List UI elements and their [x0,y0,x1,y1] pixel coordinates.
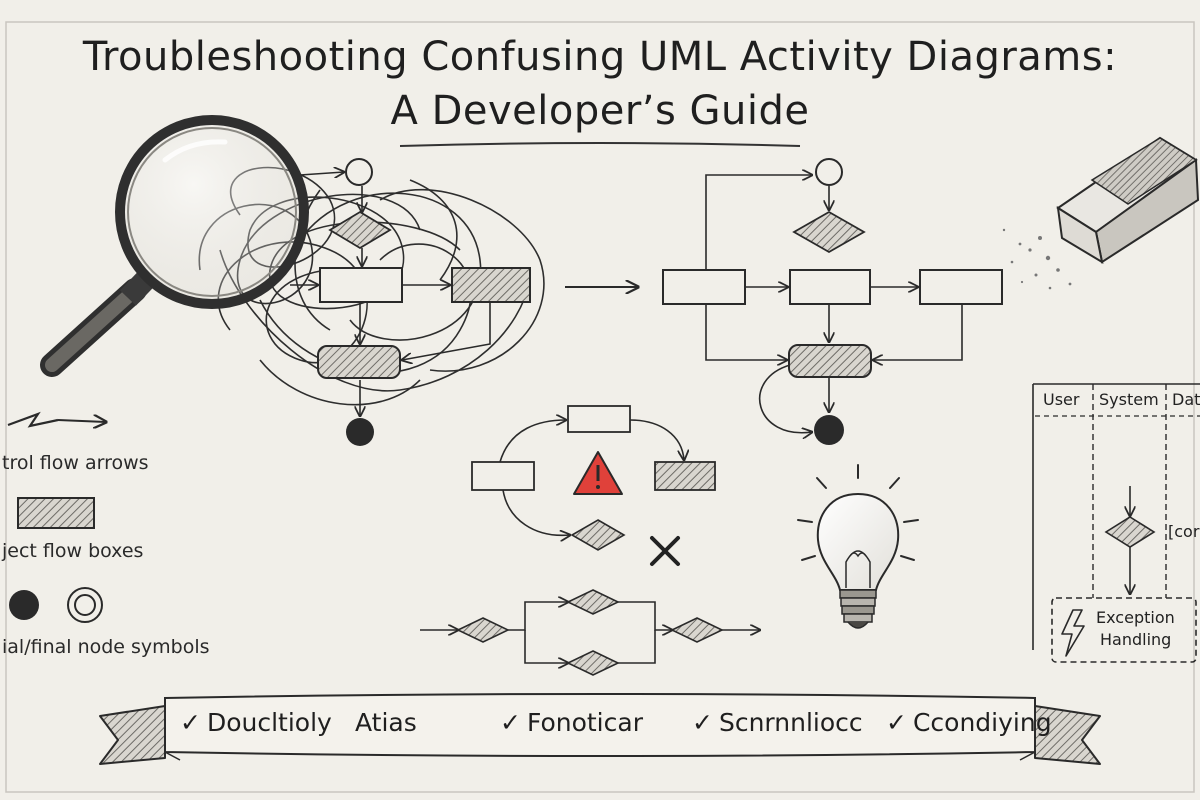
action-box [471,461,535,491]
flow-arrow [524,630,568,663]
decision-node [566,650,620,676]
flow-arrow [502,489,570,535]
object-flow-box-icon [17,497,95,529]
warning-icon [573,451,623,495]
final-node-inner-ring [74,594,96,616]
guard-condition-label: [cor [1168,522,1200,541]
activity-node [788,344,872,378]
object-box [451,267,531,303]
lane-label-system: System [1099,390,1159,409]
decision-node [456,617,510,643]
final-node [346,418,374,446]
banner-item-label: Ccondiying [912,708,1052,737]
legend-control-flow-label: trol flow arrows [2,452,149,474]
flow-arrow [873,304,963,360]
banner-item-label: Fonoticar [526,708,643,737]
lane-label-user: User [1043,390,1080,409]
title-underline [399,142,801,147]
exception-handling-region [1051,597,1197,663]
action-box [662,269,746,305]
banner-item-label: Scnrnnliocc [718,708,863,737]
action-box [319,267,403,303]
decision-node [792,210,866,254]
banner-item: ✓Scnrnnliocc [692,708,863,737]
initial-node-icon [9,590,39,620]
check-icon: ✓ [180,708,201,737]
ribbon-banner [99,693,1101,765]
parallel-flow-diagram [420,589,760,676]
banner-item: ✓Doucltioly [180,708,332,737]
broken-flow-diagram [471,405,716,566]
action-box [789,269,871,305]
check-icon: ✓ [500,708,521,737]
flow-arrow [705,304,787,360]
banner-item-label: Atias [355,708,417,737]
decision-node [670,617,724,643]
decision-node [1104,516,1156,548]
lightning-icon [1061,609,1085,657]
flow-arrow [508,602,568,631]
cross-icon [650,536,680,566]
action-box [567,405,631,433]
legend-node-symbols-label: ial/final node symbols [2,636,210,658]
clean-diagram [662,158,1003,445]
check-icon: ✓ [886,708,907,737]
decision-node [566,589,620,615]
exception-label-line1: Exception [1096,608,1175,627]
check-icon: ✓ [692,708,713,737]
banner-item: ✓Fonoticar [500,708,643,737]
magnifying-glass-icon [40,115,309,377]
initial-node [345,158,373,186]
swimlane-diagram [1032,383,1200,663]
page-title: Troubleshooting Confusing UML Activity D… [82,34,1118,80]
activity-node [317,345,401,379]
exception-label-line2: Handling [1100,630,1172,649]
flow-arrow [499,420,566,463]
control-flow-arrow-icon [57,420,106,422]
flow-arrow [629,419,684,460]
lane-label-data: Dat [1172,390,1200,409]
banner-item: Atias [355,708,417,737]
light-bulb-icon [797,464,919,629]
flow-arrow [299,172,344,175]
initial-node [815,158,843,186]
loop-arrow [758,364,812,433]
object-box [654,461,716,491]
flow-arrow [618,601,672,630]
page-subtitle: A Developer’s Guide [390,88,810,134]
eraser-icon [1002,136,1200,290]
decision-node [570,519,626,551]
flow-line [618,630,656,664]
action-box [919,269,1003,305]
final-node [814,415,844,445]
decision-node [328,210,392,250]
legend-object-flow-label: ject flow boxes [2,540,144,562]
zigzag-icon [7,411,59,428]
page-frame [5,21,1195,793]
banner-item: ✓Ccondiying [886,708,1052,737]
flow-arrow [705,175,812,270]
flow-arrow [402,302,491,360]
banner-item-label: Doucltioly [206,708,332,737]
